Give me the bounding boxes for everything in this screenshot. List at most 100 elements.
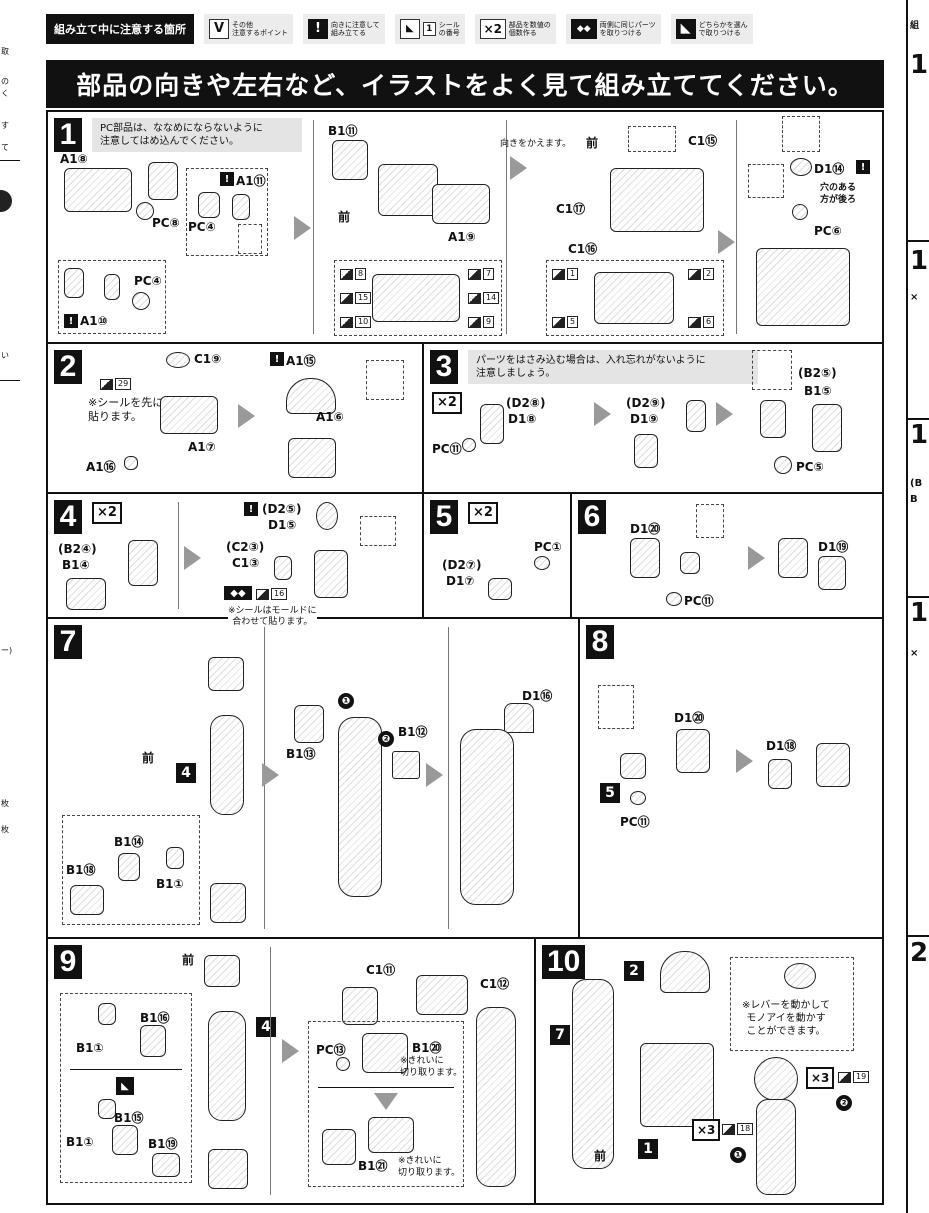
both-sides-icon: ◆◆ <box>224 586 252 600</box>
step-7: 7 前 4 B1⑭ B1⑱ B1① B1⑬ ❶ ❷ B1⑫ D1⑯ <box>48 619 580 937</box>
part-label: B1④ <box>62 558 90 572</box>
part-label: A1⑩ <box>80 314 108 328</box>
part-label: D1⑦ <box>446 574 475 588</box>
edge-text: 1 <box>910 50 929 80</box>
step-9: 9 前 4 B1⑯ B1① ◣ B1⑮ B1① B1⑲ C1⑪ C1⑫ <box>48 939 536 1203</box>
part-label: B1① <box>76 1041 104 1055</box>
step-7-8-row: 7 前 4 B1⑭ B1⑱ B1① B1⑬ ❶ ❷ B1⑫ D1⑯ <box>48 619 882 939</box>
part-label: C1⑨ <box>194 352 222 366</box>
polycap-illustration <box>790 158 812 176</box>
legend-item-both-sides: ◆◆ 両側に同じパーツ を取りつける <box>565 14 661 44</box>
part-illustration <box>480 404 504 444</box>
part-illustration <box>594 272 674 324</box>
part-label: B1⑲ <box>148 1137 178 1151</box>
part-illustration <box>208 657 244 691</box>
left-page-edge: 取 の く す て い ー) 枚 枚 <box>0 0 22 1213</box>
legend-text: シール の番号 <box>438 21 460 37</box>
part-label: C1⑪ <box>366 963 396 977</box>
sticker-callout <box>546 260 724 336</box>
step-number: 9 <box>54 945 82 979</box>
part-illustration <box>676 729 710 773</box>
part-illustration <box>112 1125 138 1155</box>
sticker-icon <box>552 316 565 328</box>
part-illustration <box>274 556 292 580</box>
sticker-mold-note: ※シールはモールドに 合わせて貼ります。 <box>228 606 317 628</box>
edge-text: (B <box>910 478 923 489</box>
part-illustration <box>816 743 850 787</box>
part-label: D1⑱ <box>766 739 797 753</box>
part-illustration <box>160 396 218 434</box>
edge-text: 1 <box>910 598 929 628</box>
part-illustration <box>70 885 104 915</box>
edge-text: く <box>1 89 9 98</box>
flow-arrow <box>510 156 527 180</box>
part-label: PC⑥ <box>814 224 842 238</box>
part-illustration <box>332 140 368 180</box>
part-illustration <box>140 1025 166 1057</box>
exclamation-icon: ! <box>64 314 78 328</box>
part-label: B1⑪ <box>328 124 358 138</box>
sticker-icon <box>838 1071 851 1083</box>
part-label: D1⑲ <box>818 540 849 554</box>
part-illustration <box>812 404 842 452</box>
quantity-badge: ×3 <box>806 1067 835 1089</box>
legend-item-choose-one: ◣ どちらかを選ん で取りつける <box>670 14 753 44</box>
cut-note: ※きれいに 切り取ります。 <box>398 1156 461 1178</box>
step-number: 8 <box>586 625 614 659</box>
sticker-icon <box>256 588 269 600</box>
quantity-badge: ×2 <box>432 392 462 414</box>
flow-arrow <box>282 1039 299 1063</box>
part-illustration <box>342 987 378 1025</box>
attention-marks-icon: ᐯ <box>209 19 229 39</box>
order-marker: ❶ <box>730 1147 746 1163</box>
sticker-icon <box>688 268 701 280</box>
flow-arrow <box>736 749 753 773</box>
step-4: 4 ×2 (B2④) B1④ ! (D2⑤) D1⑤ (C2③) C1③ ◆◆ … <box>48 494 424 628</box>
detail-callout <box>360 516 396 546</box>
order-marker: ❷ <box>378 731 394 747</box>
step-note: PC部品は、ななめにならないように 注意してはめ込んでください。 <box>92 118 302 152</box>
part-label: C1③ <box>232 556 260 570</box>
part-illustration <box>152 1153 180 1177</box>
part-label: PC④ <box>188 220 216 234</box>
polycap-illustration <box>462 438 476 452</box>
sticker-ref: 6 <box>688 316 715 328</box>
sticker-icon <box>552 268 565 280</box>
sticker-first-note: ※シールを先に 貼ります。 <box>88 396 164 423</box>
order-marker: ❶ <box>338 693 354 709</box>
step-number: 1 <box>54 118 82 152</box>
edge-text: B <box>910 494 918 505</box>
part-illustration <box>756 248 850 326</box>
detail-callout <box>730 957 854 1051</box>
part-label: B1① <box>156 877 184 891</box>
front-label: 前 <box>182 953 195 967</box>
part-illustration <box>630 538 660 578</box>
edge-text: い <box>1 351 9 360</box>
part-label: D1⑯ <box>522 689 553 703</box>
step-ref-badge: 4 <box>176 763 196 783</box>
sticker-ref: 19 <box>838 1071 870 1083</box>
part-label: D1⑨ <box>630 412 659 426</box>
sticker-ref: 2 <box>688 268 715 280</box>
leg-part-illustration <box>572 979 614 1169</box>
step-2-3-row: 2 C1⑨ 29 ※シールを先に 貼ります。 A1⑦ A1⑯ ! A1⑮ A1⑥… <box>48 344 882 494</box>
part-illustration <box>378 164 438 216</box>
detail-callout <box>752 350 792 390</box>
part-label: C1⑰ <box>556 202 586 216</box>
hole-note: 穴のある 方が後ろ <box>820 183 857 205</box>
step-ref-badge: 2 <box>624 961 644 981</box>
part-illustration <box>392 751 420 779</box>
multiply-icon: ×2 <box>479 19 506 39</box>
bullet-dot <box>0 190 12 212</box>
sticker-icon <box>468 316 481 328</box>
part-label: PC⑪ <box>620 815 650 829</box>
part-label: (C2③) <box>226 540 265 554</box>
part-label: PC⑬ <box>316 1043 346 1057</box>
step-number: 5 <box>430 500 458 534</box>
part-label: A1⑯ <box>86 460 116 474</box>
part-label: B1⑯ <box>140 1011 170 1025</box>
part-illustration <box>818 556 846 590</box>
detail-callout <box>186 168 268 256</box>
exclamation-icon: ! <box>244 502 258 516</box>
step-3: 3 パーツをはさみ込む場合は、入れ忘れがないように 注意しましょう。 ×2 (D… <box>424 344 882 492</box>
